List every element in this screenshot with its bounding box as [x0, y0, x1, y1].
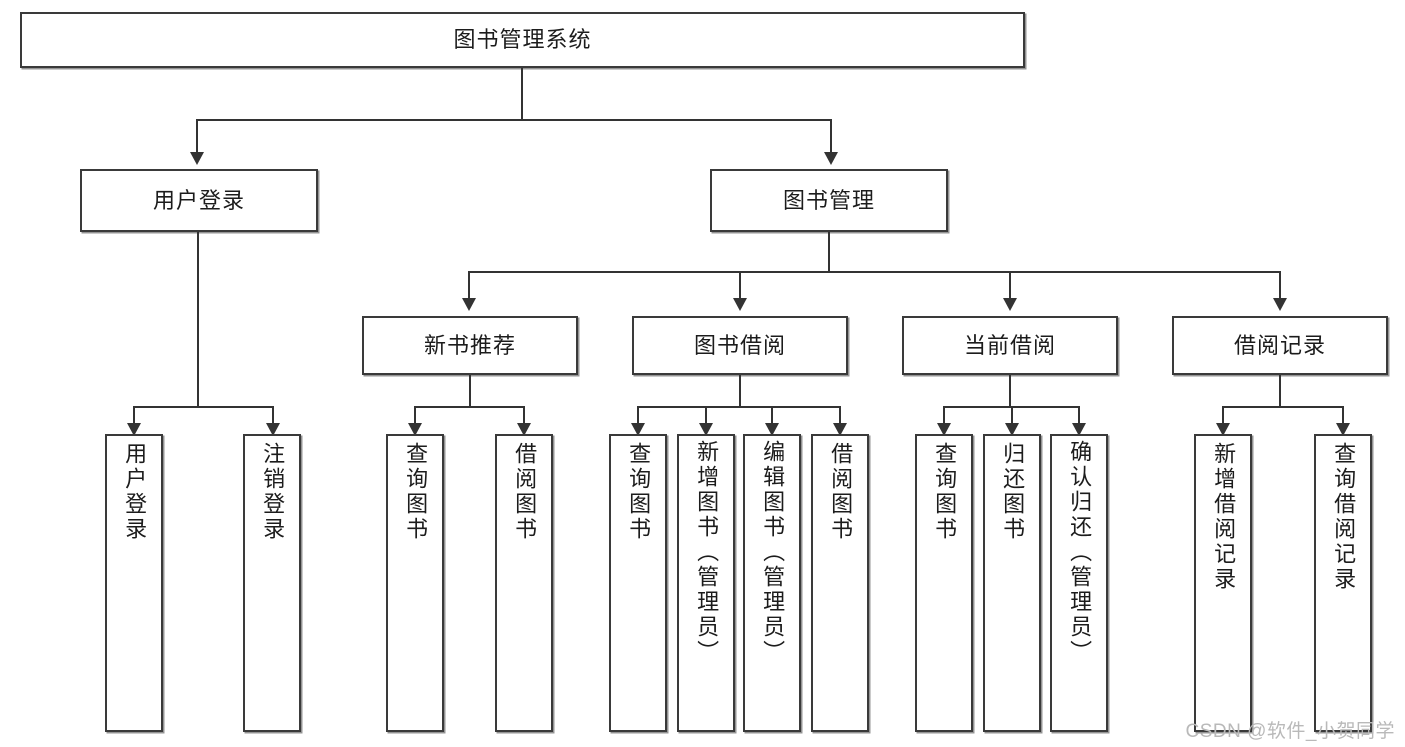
connector-new-book-drop-2: [523, 406, 525, 424]
node-label: 查询图书: [626, 442, 652, 542]
connector-book-borrow-drop-3: [771, 406, 773, 424]
connector-user-login-stem: [197, 232, 199, 407]
arrow-root-to-user-login: [190, 152, 204, 165]
connector-user-login-drop-1: [133, 406, 135, 424]
node-label: 确认归还（管理员）: [1067, 440, 1093, 665]
node-label: 借阅图书: [512, 442, 538, 542]
connector-book-borrow-drop-4: [839, 406, 841, 424]
leaf-book-borrow-edit-book-admin[interactable]: 编辑图书（管理员）: [743, 434, 801, 732]
node-label: 查询图书: [403, 442, 429, 542]
node-label: 图书管理系统: [453, 27, 592, 53]
connector-book-mgmt-bus: [468, 271, 1280, 273]
leaf-user-login-signout[interactable]: 注销登录: [243, 434, 301, 732]
node-new-book-recommend[interactable]: 新书推荐: [362, 316, 578, 375]
leaf-borrow-record-add-record[interactable]: 新增借阅记录: [1194, 434, 1252, 732]
connector-book-mgmt-drop-1: [468, 271, 470, 299]
node-book-borrow[interactable]: 图书借阅: [632, 316, 848, 375]
node-book-management[interactable]: 图书管理: [710, 169, 948, 232]
connector-root-bus: [196, 119, 832, 121]
node-label: 图书管理: [782, 187, 875, 213]
connector-book-mgmt-drop-3: [1009, 271, 1011, 299]
connector-book-mgmt-stem: [828, 232, 830, 272]
arrow-new-book-leaf-1: [408, 423, 422, 436]
arrow-book-borrow-leaf-1: [631, 423, 645, 436]
arrow-current-borrow-leaf-3: [1072, 423, 1086, 436]
connector-borrow-record-drop-1: [1222, 406, 1224, 424]
leaf-book-borrow-add-book-admin[interactable]: 新增图书（管理员）: [677, 434, 735, 732]
connector-book-borrow-drop-2: [705, 406, 707, 424]
arrow-book-mgmt-to-current-borrow: [1003, 298, 1017, 311]
leaf-new-book-borrow-book[interactable]: 借阅图书: [495, 434, 553, 732]
node-label: 新增借阅记录: [1211, 442, 1237, 592]
connector-book-borrow-stem: [739, 375, 741, 407]
node-label: 查询借阅记录: [1331, 442, 1357, 592]
arrow-borrow-record-leaf-1: [1216, 423, 1230, 436]
connector-book-borrow-drop-1: [637, 406, 639, 424]
node-label: 注销登录: [260, 442, 286, 542]
node-label: 新增图书（管理员）: [694, 440, 720, 665]
arrow-user-login-leaf-2: [266, 423, 280, 436]
arrow-user-login-leaf-1: [127, 423, 141, 436]
connector-root-stem: [521, 68, 523, 120]
node-label: 编辑图书（管理员）: [760, 440, 786, 665]
node-user-login[interactable]: 用户登录: [80, 169, 318, 232]
node-label: 用户登录: [152, 187, 245, 213]
connector-current-borrow-drop-3: [1078, 406, 1080, 424]
connector-borrow-record-bus: [1222, 406, 1343, 408]
node-label: 用户登录: [122, 442, 148, 542]
connector-root-to-user-login: [196, 119, 198, 153]
connector-borrow-record-drop-2: [1342, 406, 1344, 424]
connector-book-mgmt-drop-4: [1279, 271, 1281, 299]
leaf-book-borrow-borrow-book[interactable]: 借阅图书: [811, 434, 869, 732]
node-label: 当前借阅: [963, 332, 1056, 358]
node-borrow-record[interactable]: 借阅记录: [1172, 316, 1388, 375]
connector-book-mgmt-drop-2: [739, 271, 741, 299]
leaf-book-borrow-query-book[interactable]: 查询图书: [609, 434, 667, 732]
node-root-system[interactable]: 图书管理系统: [20, 12, 1025, 68]
leaf-user-login-signin[interactable]: 用户登录: [105, 434, 163, 732]
node-current-borrow[interactable]: 当前借阅: [902, 316, 1118, 375]
arrow-root-to-book-mgmt: [824, 152, 838, 165]
arrow-new-book-leaf-2: [517, 423, 531, 436]
connector-current-borrow-drop-1: [943, 406, 945, 424]
arrow-book-borrow-leaf-2: [699, 423, 713, 436]
node-label: 查询图书: [932, 442, 958, 542]
connector-current-borrow-stem: [1009, 375, 1011, 407]
node-label: 新书推荐: [423, 332, 516, 358]
arrow-book-mgmt-to-new-book: [462, 298, 476, 311]
connector-root-to-book-mgmt: [830, 119, 832, 153]
arrow-book-mgmt-to-book-borrow: [733, 298, 747, 311]
connector-current-borrow-drop-2: [1011, 406, 1013, 424]
leaf-current-borrow-query-book[interactable]: 查询图书: [915, 434, 973, 732]
connector-new-book-bus: [414, 406, 524, 408]
node-label: 图书借阅: [693, 332, 786, 358]
arrow-book-borrow-leaf-3: [765, 423, 779, 436]
node-label: 归还图书: [1000, 442, 1026, 542]
connector-new-book-drop-1: [414, 406, 416, 424]
arrow-current-borrow-leaf-1: [937, 423, 951, 436]
connector-book-borrow-bus: [637, 406, 841, 408]
connector-borrow-record-stem: [1279, 375, 1281, 407]
connector-new-book-stem: [469, 375, 471, 407]
connector-user-login-drop-2: [272, 406, 274, 424]
leaf-current-borrow-confirm-return-admin[interactable]: 确认归还（管理员）: [1050, 434, 1108, 732]
node-label: 借阅记录: [1233, 332, 1326, 358]
leaf-new-book-query-book[interactable]: 查询图书: [386, 434, 444, 732]
arrow-book-mgmt-to-borrow-record: [1273, 298, 1287, 311]
leaf-current-borrow-return-book[interactable]: 归还图书: [983, 434, 1041, 732]
arrow-borrow-record-leaf-2: [1336, 423, 1350, 436]
leaf-borrow-record-query-record[interactable]: 查询借阅记录: [1314, 434, 1372, 732]
connector-user-login-bus: [133, 406, 273, 408]
arrow-book-borrow-leaf-4: [833, 423, 847, 436]
arrow-current-borrow-leaf-2: [1005, 423, 1019, 436]
node-label: 借阅图书: [828, 442, 854, 542]
